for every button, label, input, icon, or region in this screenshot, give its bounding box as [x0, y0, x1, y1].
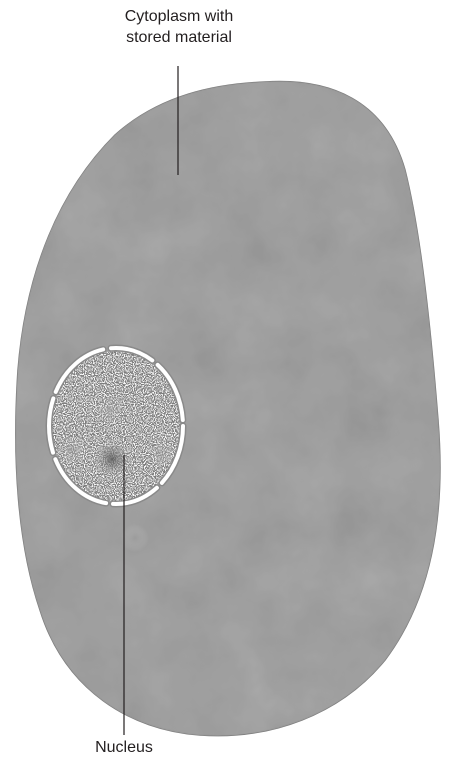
nucleolus	[92, 439, 132, 479]
cytoplasm-label: Cytoplasm with stored material	[74, 6, 284, 48]
chromatin-blob	[59, 436, 87, 464]
cytoplasm-label-line-2: stored material	[74, 27, 284, 48]
cytoplasm-label-line-1: Cytoplasm with	[74, 6, 284, 27]
chromatin-blob	[97, 397, 123, 423]
nucleus-label: Nucleus	[64, 737, 184, 758]
chromatin-blob	[121, 524, 149, 552]
